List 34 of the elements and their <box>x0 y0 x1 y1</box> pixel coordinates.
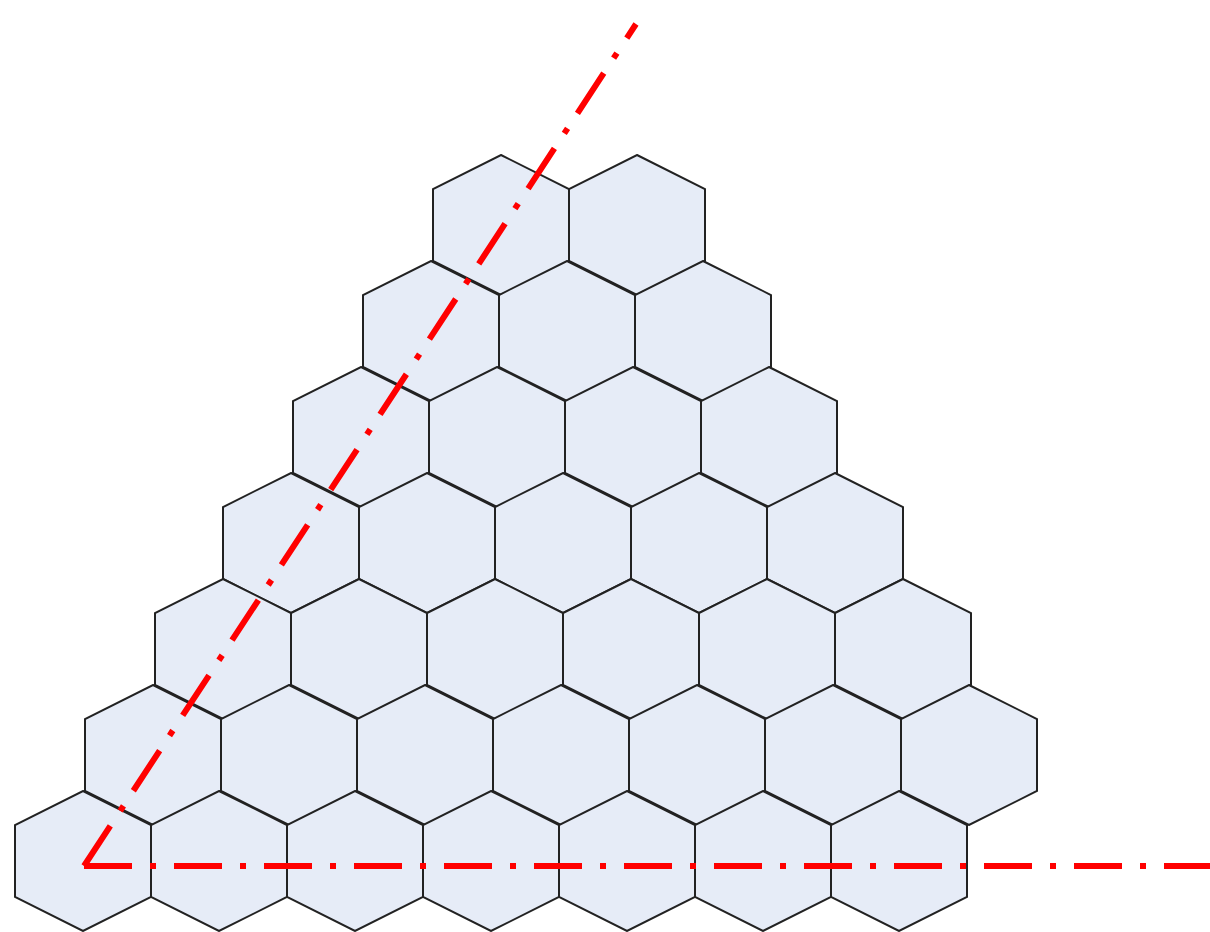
hexagon <box>492 683 631 825</box>
hexagon <box>494 471 633 613</box>
hexagon <box>84 683 223 825</box>
hexagon <box>694 789 833 931</box>
hexagon <box>900 683 1039 825</box>
hexagon <box>358 471 497 613</box>
hexagon <box>422 789 561 931</box>
hexagon <box>561 577 700 719</box>
hexagon <box>431 153 569 295</box>
hexagon <box>425 577 564 719</box>
hexagon <box>286 789 425 931</box>
hexagon <box>356 683 495 825</box>
hexagon <box>497 259 636 401</box>
hexagon <box>630 471 769 613</box>
hexagon <box>292 365 431 507</box>
hexagon <box>222 471 361 613</box>
hexagon <box>766 471 905 613</box>
hexagon <box>289 577 428 719</box>
hexagon <box>697 577 836 719</box>
hexagon <box>558 789 697 931</box>
hexagon <box>567 153 705 295</box>
hexagon <box>14 789 153 931</box>
hexagon <box>428 365 567 507</box>
hexagon <box>764 683 903 825</box>
hexagon <box>633 259 772 401</box>
hexagon <box>833 577 972 719</box>
hexagon <box>153 577 292 719</box>
hexagon <box>150 789 289 931</box>
hexagon <box>564 365 703 507</box>
hexagon <box>361 259 500 401</box>
hexagon <box>628 683 767 825</box>
hexagon <box>220 683 359 825</box>
hexagon <box>830 789 969 931</box>
hexagon <box>700 365 839 507</box>
